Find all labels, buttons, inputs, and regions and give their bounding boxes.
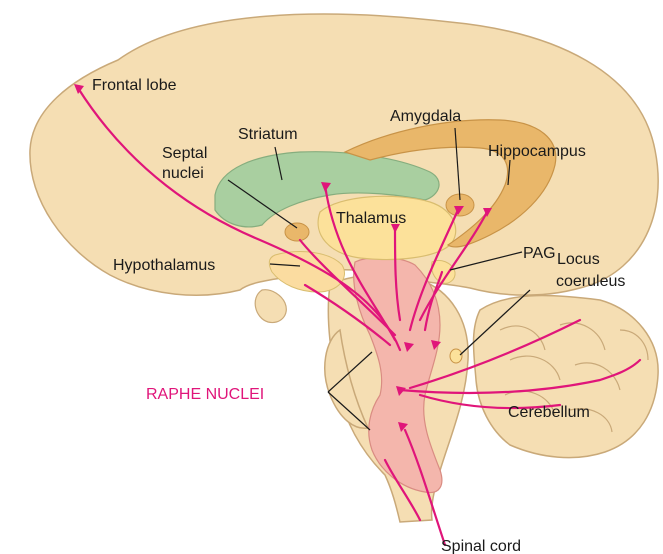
label-locus-2: coeruleus <box>556 273 625 290</box>
label-striatum: Striatum <box>238 126 298 143</box>
label-amygdala: Amygdala <box>390 108 461 125</box>
cerebellum <box>474 296 659 458</box>
locus-coeruleus <box>450 349 462 363</box>
label-septal-2: nuclei <box>162 165 204 182</box>
label-hypothalamus: Hypothalamus <box>113 257 215 274</box>
label-pag: PAG <box>523 245 556 262</box>
thalamus <box>318 196 456 259</box>
label-thalamus: Thalamus <box>336 210 406 227</box>
label-hippocampus: Hippocampus <box>488 143 586 160</box>
label-septal-1: Septal <box>162 145 207 162</box>
label-cerebellum: Cerebellum <box>508 404 590 421</box>
label-locus-1: Locus <box>557 251 600 268</box>
label-raphe-nuclei: RAPHE NUCLEI <box>146 386 264 403</box>
label-frontal-lobe: Frontal lobe <box>92 77 177 94</box>
pituitary <box>255 290 286 323</box>
label-spinal-cord: Spinal cord <box>441 538 521 554</box>
septal-nuclei <box>285 223 309 241</box>
